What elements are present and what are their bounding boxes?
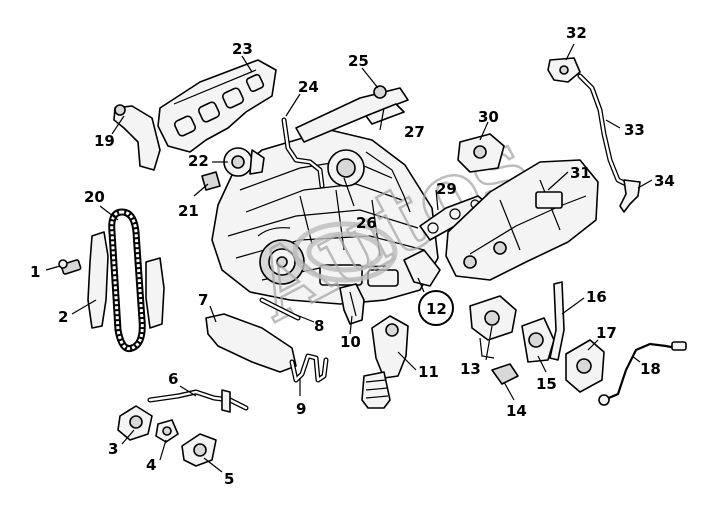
intake-manifold	[445, 159, 599, 281]
engine-block	[211, 129, 439, 305]
coolant-pipe	[147, 389, 249, 413]
callout-2: 2	[58, 308, 68, 326]
egr-valve	[457, 133, 505, 173]
callout-10: 10	[340, 333, 361, 351]
callout-25: 25	[348, 52, 369, 70]
oil-filter	[361, 371, 391, 409]
small-connector	[491, 363, 519, 385]
hose-connector	[619, 179, 641, 213]
turbocharger	[327, 149, 411, 213]
oil-pipe-housing	[205, 313, 297, 373]
callout-3: 3	[108, 440, 118, 458]
callout-8: 8	[314, 317, 324, 335]
tensioner-bolt	[58, 259, 82, 275]
callout-6: 6	[168, 370, 178, 388]
callout-29: 29	[436, 180, 457, 198]
callout-13: 13	[460, 360, 481, 378]
outlet-flange	[181, 433, 217, 467]
control-valve	[565, 339, 605, 393]
callout-22: 22	[188, 152, 209, 170]
leader-lines	[45, 43, 653, 473]
pipe-flange	[117, 405, 153, 441]
callout-20: 20	[84, 188, 105, 206]
sensor-wire	[598, 341, 687, 406]
fuel-rail	[295, 85, 409, 143]
callout-26: 26	[356, 214, 377, 232]
callout-21: 21	[178, 202, 199, 220]
callout-24: 24	[298, 78, 319, 96]
throttle-body	[521, 317, 555, 363]
callout-31: 31	[570, 164, 591, 182]
callout-11: 11	[418, 363, 439, 381]
flange-seal	[155, 419, 179, 443]
callout-4: 4	[146, 456, 156, 474]
pipe-assembly	[281, 117, 325, 189]
support-rod	[549, 281, 565, 361]
chain-tensioner-rail	[145, 257, 165, 329]
callout-12: 12	[426, 300, 447, 318]
vacuum-hose	[577, 73, 633, 189]
callout-5: 5	[224, 470, 234, 488]
chain-guide	[87, 231, 109, 329]
exhaust-manifold	[157, 59, 277, 153]
callout-34: 34	[654, 172, 675, 190]
callout-labels: 1 2 3 4 5 6 7 8 9 10 11 12 13 14 15 16 1…	[30, 24, 675, 488]
callout-16: 16	[586, 288, 607, 306]
callout-ring	[418, 290, 454, 326]
vacuum-valve	[547, 57, 581, 83]
callout-30: 30	[478, 108, 499, 126]
bracket-part	[113, 104, 161, 171]
callout-23: 23	[232, 40, 253, 58]
callout-14: 14	[506, 402, 527, 420]
callout-9: 9	[296, 400, 306, 418]
callout-1: 1	[30, 263, 40, 281]
hose-part	[289, 353, 329, 383]
small-bracket	[339, 283, 365, 325]
callout-17: 17	[596, 324, 617, 342]
callout-19: 19	[94, 132, 115, 150]
callout-7: 7	[198, 291, 208, 309]
actuator-valve	[469, 295, 517, 359]
callout-27: 27	[404, 123, 425, 141]
water-pump	[223, 147, 265, 177]
dipstick-tube	[259, 297, 301, 321]
callout-18: 18	[640, 360, 661, 378]
callout-15: 15	[536, 375, 557, 393]
callout-32: 32	[566, 24, 587, 42]
timing-chain	[108, 208, 146, 353]
callout-33: 33	[624, 121, 645, 139]
position-sensor	[403, 249, 441, 287]
oil-pump	[371, 315, 409, 379]
